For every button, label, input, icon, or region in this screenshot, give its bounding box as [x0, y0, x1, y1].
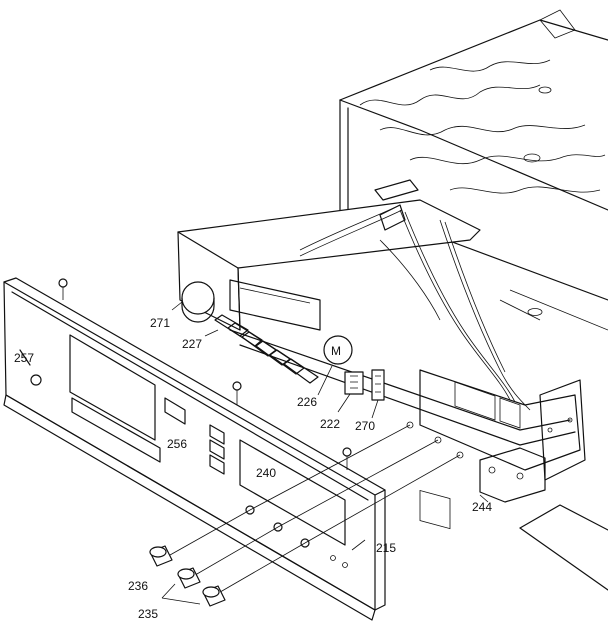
part-labels: 271 227 257 226 222 270 256 240 244 215 …: [14, 316, 492, 621]
chassis-display-window: [229, 279, 321, 331]
label-244: 244: [472, 500, 492, 514]
knob-236: [149, 545, 173, 567]
label-257: 257: [14, 351, 34, 365]
label-215: 215: [376, 541, 396, 555]
switch-270: [371, 369, 385, 419]
label-235: 235: [138, 607, 158, 621]
label-271: 271: [150, 316, 170, 330]
screws: [58, 278, 464, 470]
label-256: 256: [167, 437, 187, 451]
label-270: 270: [355, 419, 375, 433]
lever-keys-227: [204, 314, 319, 384]
motor-226: M: [317, 335, 353, 396]
label-226: 226: [297, 395, 317, 409]
label-240: 240: [256, 466, 276, 480]
label-236: 236: [128, 579, 148, 593]
front-panel-215: [3, 277, 386, 621]
motor-mark: M: [331, 344, 341, 358]
wire-harness: [299, 179, 531, 411]
knob-271: [171, 281, 215, 323]
label-227: 227: [182, 337, 202, 351]
switch-222: [337, 371, 364, 413]
leader-lines: [169, 424, 489, 596]
label-222: 222: [320, 417, 340, 431]
knobs-235: [161, 567, 226, 607]
